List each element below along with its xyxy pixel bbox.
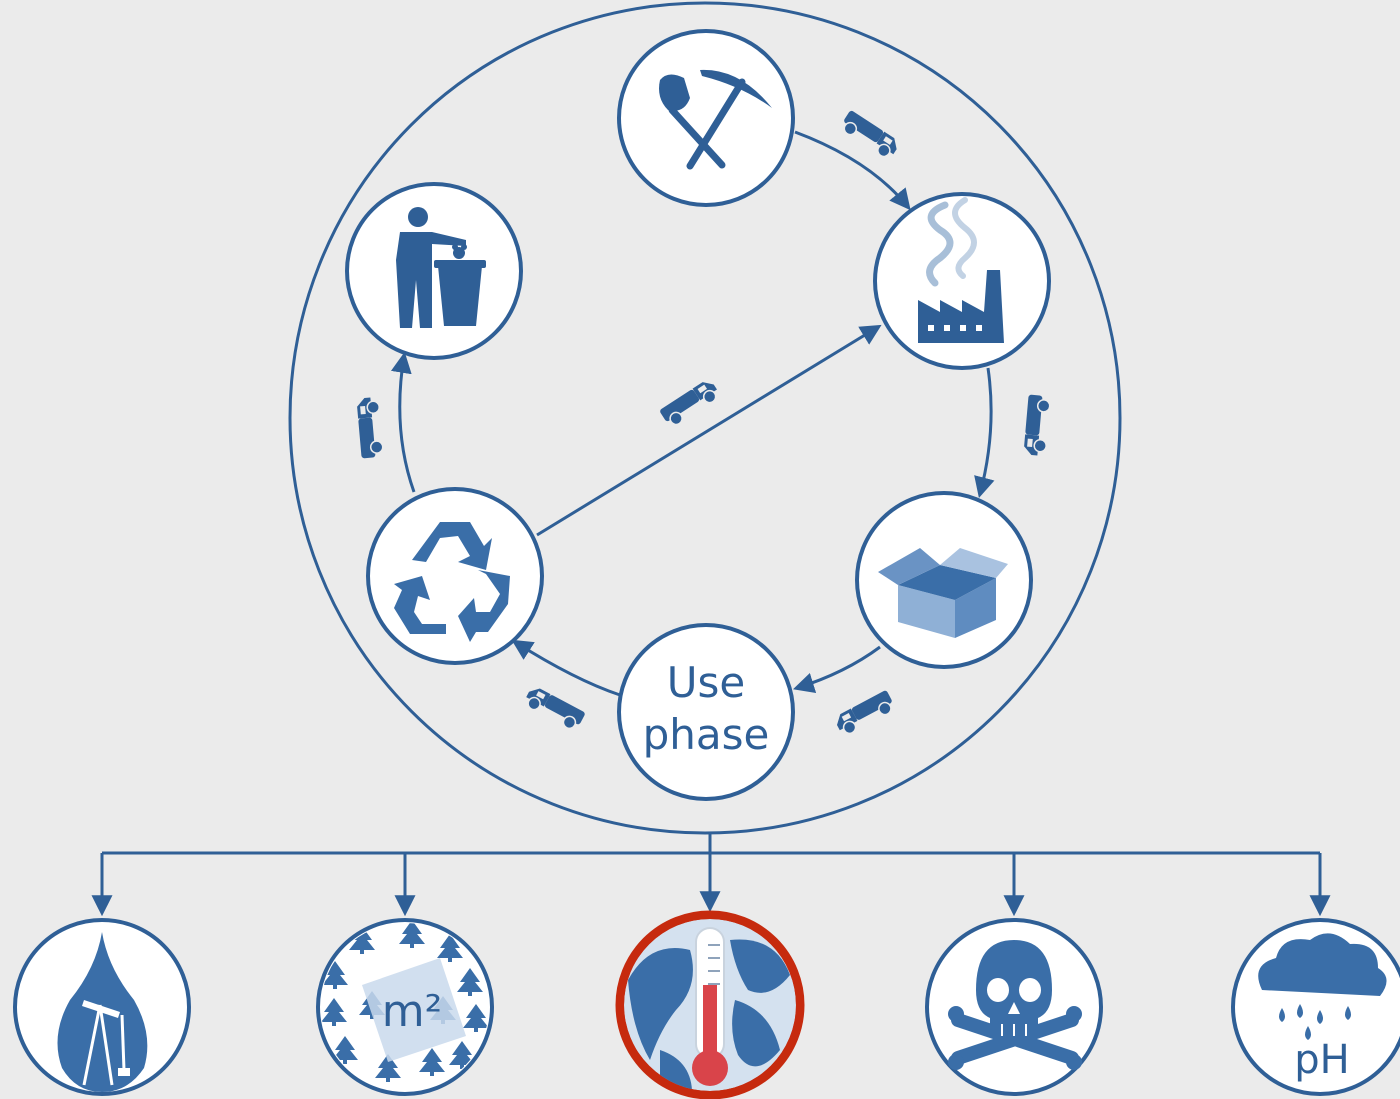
truck-icon (658, 377, 723, 430)
land-use-label: m² (382, 986, 443, 1037)
truck-icon (355, 396, 385, 460)
truck-icon (1022, 393, 1052, 457)
impact-connectors (91, 833, 1331, 917)
product-box-icon (878, 548, 1008, 638)
life-cycle-boundary (288, 1, 1122, 835)
toxicity-skull-icon (948, 940, 1082, 1070)
cycle-arrows (390, 130, 995, 697)
stage-product (855, 491, 1033, 669)
truck-icon (521, 683, 587, 734)
acidification-label: pH (1294, 1037, 1349, 1083)
impact-resource-depletion (13, 918, 191, 1096)
oil-depletion-icon (57, 932, 148, 1092)
waste-disposal-icon (396, 207, 486, 328)
truck-icon (837, 109, 902, 162)
thermometer-icon (692, 927, 728, 1086)
acidification-rain-icon (1258, 933, 1387, 1040)
stage-use-phase: Use phase (617, 623, 795, 801)
recycling-icon (394, 522, 510, 642)
mining-pick-shovel-icon (659, 69, 772, 170)
use-phase-label-line1: Use (667, 658, 745, 707)
land-use-icon (321, 923, 489, 1082)
stage-raw-material-extraction (617, 29, 795, 207)
stage-recycling (366, 487, 544, 665)
impact-global-warming (615, 910, 805, 1099)
truck-icon (832, 688, 898, 739)
impact-toxicity (925, 918, 1103, 1096)
impact-acidification: pH (1231, 918, 1400, 1096)
use-phase-label-line2: phase (643, 710, 770, 759)
stage-disposal (345, 182, 523, 360)
stage-manufacturing (873, 192, 1051, 370)
factory-icon (918, 197, 1004, 343)
impact-land-use: m² (316, 918, 494, 1096)
